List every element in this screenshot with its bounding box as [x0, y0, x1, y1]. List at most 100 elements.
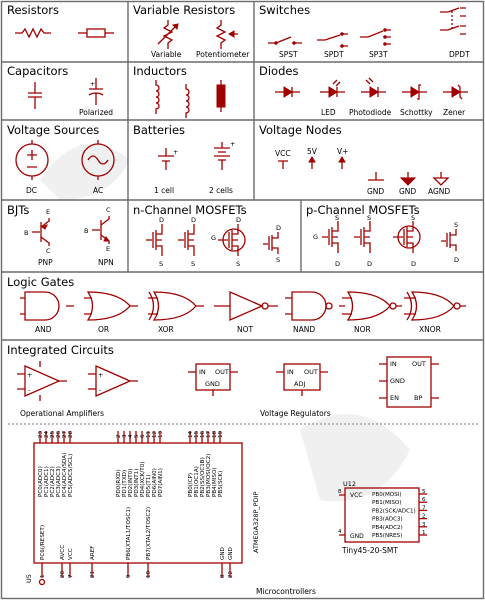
atmega-pin-number: 26 — [56, 430, 62, 438]
atmega-pin-number: 14 — [188, 430, 194, 438]
atmega-pin-name: PB3(MOSI/OC2) — [206, 454, 212, 497]
capacitor-symbols: + — [28, 78, 104, 109]
atmega-pin-number: 18 — [212, 430, 218, 438]
atmega-pin-number: 25 — [50, 430, 56, 438]
atmega-pin-name: PB6(XTAL1/TOSC1) — [126, 507, 132, 560]
pmos3-s: S — [411, 214, 415, 222]
photodiode-label: Photodiode — [349, 108, 392, 117]
atmega-pin-number: 2 — [116, 434, 122, 438]
variable-label: Variable — [151, 50, 182, 59]
and-label: AND — [35, 325, 52, 334]
potentiometer-label: Potentiometer — [196, 50, 250, 59]
voltage-nodes-title: Voltage Nodes — [259, 123, 342, 137]
atmega-pin-number: 19 — [218, 430, 224, 438]
atmega-pin-number: 24 — [44, 430, 50, 438]
two-cells-label: 2 cells — [209, 186, 233, 195]
opamps-label: Operational Amplifiers — [20, 409, 104, 418]
nmos4-s: S — [276, 256, 280, 264]
reset-pin-marker — [38, 578, 46, 586]
atmega-pin-name: PD0(RXD) — [116, 469, 122, 497]
regulators-label: Voltage Regulators — [260, 409, 331, 418]
reg3-bp: BP — [414, 394, 422, 402]
attiny45-pins: PB0(MOSI)5PB1(MISO)6PB2(SCK/ADC1)7PB3(AD… — [372, 489, 427, 539]
atmega-pin-name: PC4(ADC4/SDA) — [62, 453, 68, 497]
reg3-in: IN — [390, 360, 397, 368]
one-cell-label: 1 cell — [154, 186, 174, 195]
voltage-node-symbols — [278, 156, 450, 186]
xor-label: XOR — [158, 325, 174, 334]
voltage-sources-title: Voltage Sources — [7, 123, 99, 137]
not-label: NOT — [237, 325, 254, 334]
potentiometer-symbol — [215, 20, 238, 49]
atmega-pin-name: PB2(SS/OC1B) — [200, 457, 206, 497]
dpdt-label: DPDT — [449, 50, 470, 59]
pmos1-s: S — [335, 214, 339, 222]
nmos1-d: D — [159, 216, 164, 224]
atmega-pin-number: 17 — [206, 430, 212, 438]
diode-symbols — [275, 77, 468, 100]
pmos4-s: S — [454, 221, 458, 229]
attiny-pin-name: PB4(ADC2) — [372, 525, 403, 531]
pmos-symbols — [322, 221, 457, 253]
svg-text:+: + — [90, 80, 95, 88]
atmega-pin-number: 28 — [68, 430, 74, 438]
attiny-pin-number: 3 — [422, 522, 426, 528]
nmos-title: n-Channel MOSFETs — [133, 203, 247, 217]
atmega-pin-name: PB0(ICP) — [188, 473, 194, 497]
attiny-pin-name: PB2(SCK/ADC1) — [372, 508, 416, 514]
reg3-out: OUT — [412, 360, 426, 368]
polarized-label: Polarized — [79, 108, 113, 117]
atmega-pin-number: 12 — [152, 431, 158, 438]
attiny-vcc-label: VCC — [350, 492, 362, 499]
atmega-pin-number: 5 — [134, 434, 140, 438]
atmega-pin-number: 1 — [40, 574, 46, 578]
agnd-label: AGND — [428, 187, 450, 196]
opamp2-minus: - — [99, 386, 102, 394]
watermark-logo — [40, 144, 410, 502]
atmega-pin-name: PC3(ADC3) — [56, 466, 62, 497]
pmos2-s: S — [367, 214, 371, 222]
5v-label: 5V — [307, 147, 318, 156]
atmega-pin-name: PB5(SCK) — [218, 471, 224, 497]
svg-text:+: + — [173, 148, 178, 156]
switches-title: Switches — [259, 3, 310, 17]
atmega-pin-name: PC6(/RESET) — [40, 525, 46, 560]
switch-symbols — [268, 7, 466, 48]
attiny-vcc-pin: 8 — [338, 489, 342, 495]
dc-label: DC — [26, 186, 37, 195]
reg2-out: OUT — [304, 368, 318, 376]
atmega-pin-name: AREF — [90, 546, 96, 560]
attiny-pin-number: 1 — [422, 530, 426, 536]
pmos3-d: D — [411, 260, 416, 268]
atmega-pin-name: PD6(AIN0) — [152, 468, 158, 497]
nor-label: NOR — [354, 325, 371, 334]
atmega-pin-number: 9 — [126, 574, 132, 578]
attiny-pin-name: PB0(MOSI) — [372, 492, 402, 498]
bjts-title: BJTs — [7, 203, 29, 217]
pmos1-g: G — [313, 233, 318, 241]
atmega-pin-name: VCC — [68, 548, 74, 560]
atmega-pin-number: 6 — [140, 434, 146, 438]
attiny-part-name: Tiny45-20-SMT — [341, 546, 398, 555]
atmega-pin-name: PB4(MISO) — [212, 467, 218, 497]
pnp-c-label: C — [46, 247, 51, 255]
pnp-b-label: B — [24, 229, 28, 237]
attiny-pin-name: PB3(ADC3) — [372, 517, 403, 523]
pnp-label: PNP — [38, 258, 53, 267]
attiny-pin-number: 7 — [422, 505, 426, 511]
batteries-title: Batteries — [133, 123, 185, 137]
atmega-pin-number: 16 — [200, 430, 206, 438]
pmos-title: p-Channel MOSFETs — [306, 203, 420, 217]
microcontrollers-label: Microcontrollers — [256, 587, 316, 596]
reg3-gnd: GND — [390, 377, 405, 385]
atmega-pin-number: 22 — [228, 571, 234, 578]
atmega-pin-name: PD3(INT1) — [134, 469, 140, 497]
ac-label: AC — [93, 186, 103, 195]
npn-e-label: E — [106, 245, 110, 253]
atmega-pin-number: 20 — [60, 570, 66, 578]
nmos-symbols — [146, 224, 279, 256]
variable-resistor-symbol — [157, 20, 179, 49]
opamp1-plus: + — [27, 371, 32, 379]
atmega-pin-number: 4 — [128, 434, 134, 438]
